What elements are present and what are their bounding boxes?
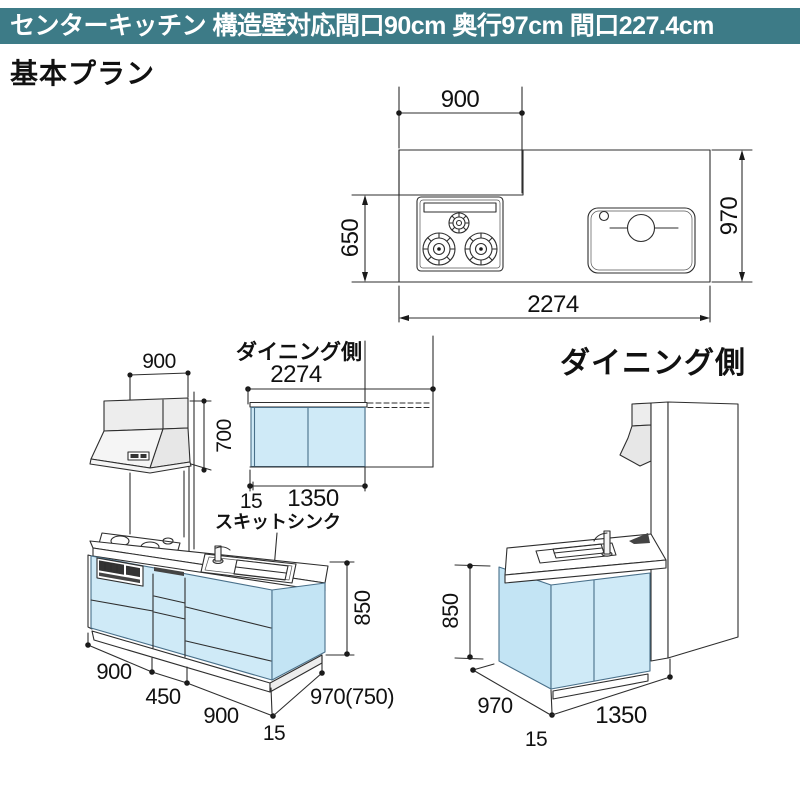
header-title: センターキッチン 構造壁対応間口90cm 奥行97cm 間口227.4cm — [10, 12, 714, 40]
iso-dim-width-chain: 900 450 900 15 — [85, 632, 286, 745]
hood-dim-width-label: 900 — [142, 350, 176, 373]
dining-dim-width-label: 1350 — [595, 702, 647, 729]
dining-cabinet-side — [498, 566, 552, 690]
hood-dim-width: 900 — [127, 350, 191, 402]
plan-dim-depth-front: 650 — [337, 194, 400, 283]
dining-sink — [535, 542, 617, 564]
plan-grill-vent — [423, 202, 497, 213]
iso-grill-unit — [96, 557, 144, 587]
dining-dim-height-label: 850 — [438, 593, 463, 628]
iso-dim-end-panel-label: 15 — [263, 722, 285, 745]
plan-dim-depth-total: 970 — [711, 149, 753, 283]
dining-toe-kick — [552, 673, 649, 700]
elevation-dim-cabinet: 15 1350 — [240, 469, 368, 513]
plan-faucet-hole — [598, 210, 610, 222]
elevation-view: ダイニング側 2274 15 1350 — [236, 335, 436, 513]
iso-handle-strip — [154, 567, 184, 576]
dining-range-hood — [619, 402, 652, 467]
dining-faucet — [593, 530, 613, 557]
iso-dining-view: ダイニング側 — [438, 346, 746, 751]
plan-structural-wall-hatch — [398, 149, 524, 196]
iso-dim-height-label: 850 — [350, 590, 375, 625]
dining-counter-edge — [504, 559, 667, 584]
dining-dim-end-panel-label: 15 — [525, 728, 547, 751]
dining-counter-object — [629, 533, 650, 544]
iso-dining-title: ダイニング側 — [560, 346, 746, 380]
iso-dim-height: 850 — [325, 560, 375, 657]
dining-dim-depth: 970 15 — [470, 663, 555, 751]
page-title: 基本プラン — [10, 58, 156, 89]
plan-view: 900 650 970 — [337, 86, 753, 323]
elevation-dim-end-panel-label: 15 — [240, 490, 262, 513]
iso-sink — [200, 553, 297, 584]
dining-dim-depth-label: 970 — [477, 693, 512, 718]
header-bar: センターキッチン 構造壁対応間口90cm 奥行97cm 間口227.4cm — [0, 8, 800, 44]
iso-dim-module2-label: 450 — [145, 684, 180, 709]
dining-wall-front — [667, 401, 739, 659]
plan-cooktop — [416, 196, 504, 272]
elevation-dim-total — [245, 386, 436, 405]
iso-cabinet-side — [271, 582, 326, 681]
iso-faucet — [212, 545, 231, 565]
plan-dim-width-total-label: 2274 — [527, 291, 579, 318]
elevation-counter-rail — [249, 401, 368, 408]
elevation-dim-cabinet-label: 1350 — [287, 485, 339, 512]
iso-drawer-lines — [90, 573, 272, 662]
iso-sink-rack — [233, 559, 289, 581]
plan-burner-small — [448, 212, 470, 234]
dining-dim-width: 1350 — [551, 658, 673, 729]
plan-sink-drain — [626, 213, 656, 243]
plan-dim-wall-width-label: 900 — [441, 86, 480, 113]
dining-end-tick — [550, 689, 553, 714]
hood-dim-height-label: 700 — [213, 419, 236, 453]
plan-sink — [587, 207, 696, 274]
plan-dim-wall-width: 900 — [396, 86, 525, 194]
dining-dim-height: 850 — [438, 563, 491, 660]
plan-dim-depth-front-label: 650 — [337, 219, 364, 258]
plan-dim-depth-total-label: 970 — [716, 197, 743, 236]
elevation-dim-total-label: 2274 — [270, 361, 322, 388]
dining-cabinet-front — [550, 572, 651, 690]
iso-dim-module1-label: 900 — [96, 659, 131, 684]
iso-end-tick — [270, 687, 273, 714]
hood-dim-height: 700 — [189, 398, 236, 473]
plan-burner-right — [464, 232, 498, 266]
elevation-title: ダイニング側 — [236, 340, 362, 364]
plan-dim-width-total: 2274 — [398, 285, 711, 323]
hood-view: 900 700 — [89, 350, 236, 552]
dining-wall-side — [650, 401, 669, 662]
range-hood — [89, 397, 192, 474]
plan-burner-left — [422, 232, 456, 266]
iso-dim-module3-label: 900 — [203, 703, 238, 728]
sink-callout-label: スキットシンク — [215, 512, 341, 532]
iso-dim-depth-label: 970(750) — [310, 684, 394, 709]
iso-dim-depth: 970(750) — [272, 655, 395, 717]
iso-front-view: 900 450 900 15 970(750) 850 — [85, 532, 395, 745]
